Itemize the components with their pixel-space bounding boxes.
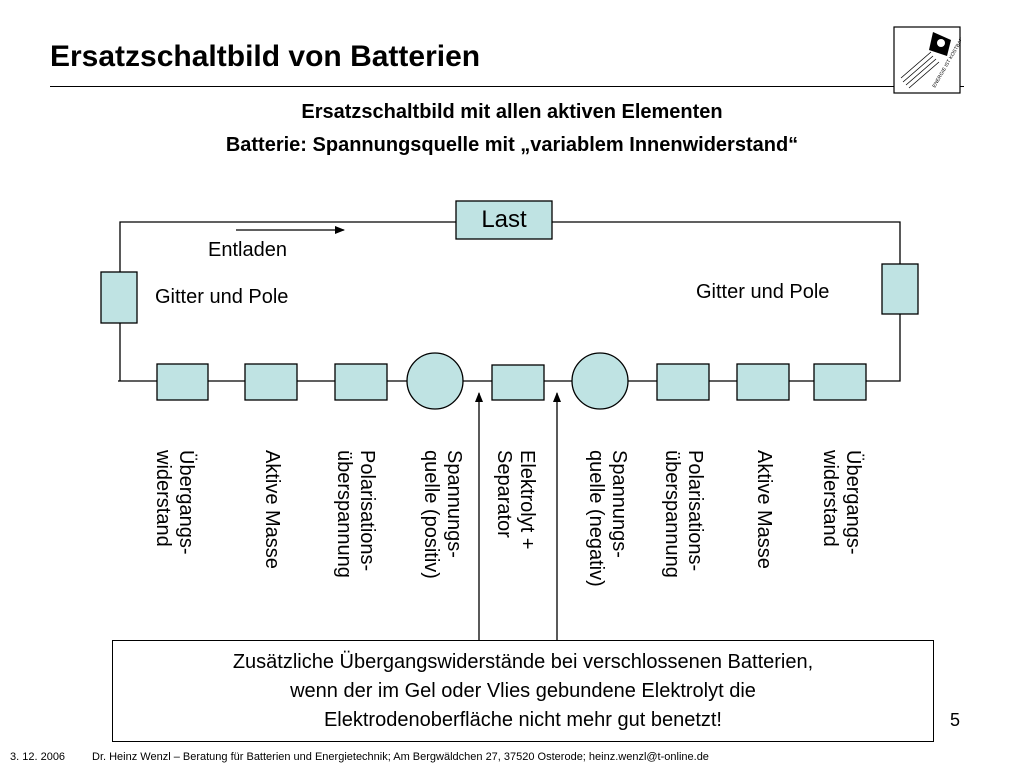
wire-top-left bbox=[119, 221, 456, 272]
electrolyte-separator bbox=[491, 364, 545, 401]
component-label-line: quelle (negativ) bbox=[585, 450, 607, 587]
transition-resistance-negative bbox=[813, 363, 867, 401]
left-grid-label: Gitter und Pole bbox=[155, 286, 289, 308]
note-line: Elektrodenoberfläche nicht mehr gut bene… bbox=[323, 708, 722, 731]
title-divider bbox=[50, 86, 964, 87]
logo-mark-dot bbox=[937, 39, 945, 47]
component-label: Polarisations- überspannung bbox=[282, 450, 378, 600]
component-label: Übergangs- widerstand bbox=[768, 450, 864, 600]
transition-resistance-positive bbox=[156, 363, 209, 401]
discharge-label: Entladen bbox=[208, 239, 287, 261]
note-box: Zusätzliche Übergangswiderstände bei ver… bbox=[112, 640, 934, 742]
footer-date: 3. 12. 2006 bbox=[10, 751, 66, 763]
component-label-line: quelle (positiv) bbox=[420, 450, 442, 579]
left-grid-resistor bbox=[100, 271, 138, 324]
component-label-line: Separator bbox=[493, 450, 515, 538]
note-line: Zusätzliche Übergangswiderstände bei ver… bbox=[232, 650, 814, 673]
footer-author: Dr. Heinz Wenzl – Beratung für Batterien… bbox=[92, 751, 709, 763]
wire-top-right bbox=[552, 221, 901, 264]
logo-rays bbox=[900, 51, 940, 89]
component-label: Elektrolyt + Separator bbox=[442, 450, 538, 600]
load-box bbox=[455, 200, 553, 240]
note-text: Zusätzliche Übergangswiderstände bei ver… bbox=[233, 648, 813, 735]
load-label: Last bbox=[481, 206, 527, 233]
subtitle-secondary: Batterie: Spannungsquelle mit „variablem… bbox=[225, 134, 799, 156]
component-label-line: Aktive Masse bbox=[261, 450, 283, 569]
voltage-source-negative bbox=[571, 352, 629, 410]
component-label-line: überspannung bbox=[333, 450, 355, 578]
component-label: Übergangs- widerstand bbox=[101, 450, 197, 600]
slide-title: Ersatzschaltbild von Batterien bbox=[50, 40, 481, 73]
component-label: Aktive Masse bbox=[187, 450, 283, 600]
note-line: wenn der im Gel oder Vlies gebundene Ele… bbox=[290, 679, 756, 702]
active-mass-positive bbox=[244, 363, 298, 401]
active-mass-negative bbox=[736, 363, 790, 401]
component-label-line: widerstand bbox=[819, 450, 841, 547]
page-number: 5 bbox=[950, 710, 961, 730]
polarisation-overvoltage-positive bbox=[334, 363, 388, 401]
logo-frame bbox=[893, 26, 961, 94]
logo: ENERGIE IST KOSTBAR bbox=[893, 26, 961, 94]
right-grid-resistor bbox=[881, 263, 919, 315]
component-label: Aktive Masse bbox=[679, 450, 775, 600]
polarisation-overvoltage-negative bbox=[656, 363, 710, 401]
voltage-source-positive bbox=[406, 352, 464, 410]
component-label-line: Übergangs- bbox=[842, 450, 864, 555]
subtitle-primary: Ersatzschaltbild mit allen aktiven Eleme… bbox=[301, 101, 723, 123]
component-label-line: widerstand bbox=[152, 450, 174, 547]
right-grid-label: Gitter und Pole bbox=[696, 281, 830, 303]
